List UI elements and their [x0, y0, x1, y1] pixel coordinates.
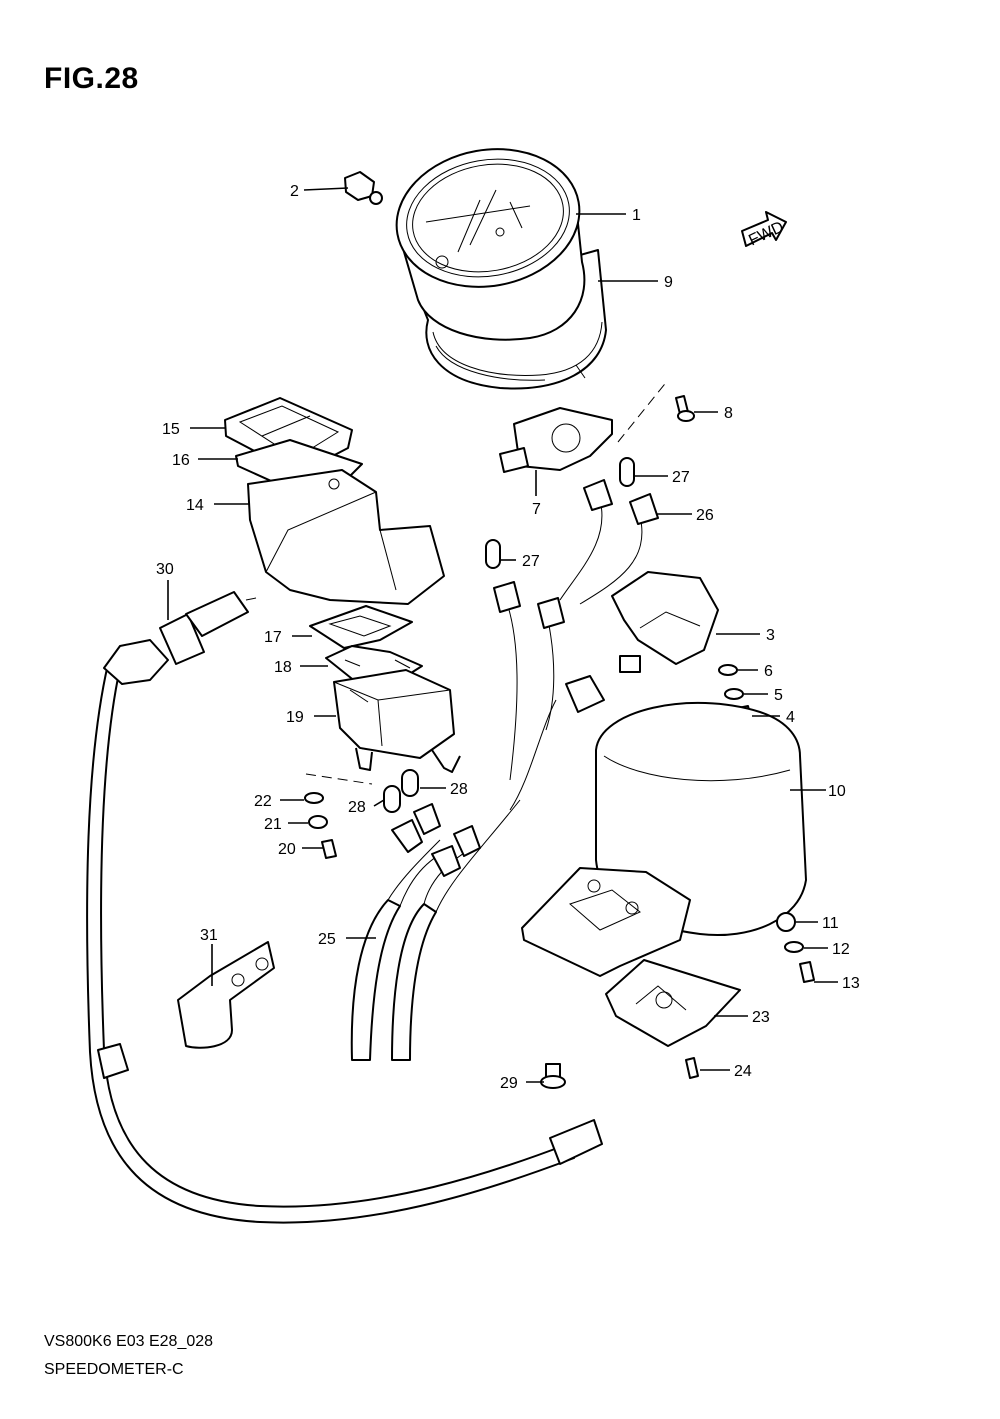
callout-8: 8	[724, 405, 733, 422]
holder-7	[499, 407, 613, 473]
indicator-socket	[333, 669, 461, 773]
callout-23: 23	[752, 1009, 770, 1026]
callout-22: 22	[254, 793, 272, 810]
figure-title: FIG.28	[44, 62, 139, 95]
callout-27a: 27	[672, 469, 690, 486]
callout-15: 15	[162, 421, 180, 438]
indicator-housing	[247, 469, 445, 605]
callout-3: 3	[766, 627, 775, 644]
bracket-23	[605, 959, 741, 1047]
indicator-wiring	[485, 457, 659, 811]
bulbs-28	[383, 769, 419, 813]
unit-3	[611, 571, 719, 673]
callout-12: 12	[832, 941, 850, 958]
callout-14: 14	[186, 497, 204, 514]
callout-17: 17	[264, 629, 282, 646]
callout-5: 5	[774, 687, 783, 704]
figure-code: VS800K6 E03 E28_028	[44, 1333, 214, 1350]
fasteners-20-22	[304, 792, 337, 859]
callout-31: 31	[200, 927, 218, 944]
callout-20: 20	[278, 841, 296, 858]
callout-13: 13	[842, 975, 860, 992]
callout-16: 16	[172, 452, 190, 469]
callout-18: 18	[274, 659, 292, 676]
callout-30: 30	[156, 561, 174, 578]
callout-28b: 28	[450, 781, 468, 798]
callout-6: 6	[764, 663, 773, 680]
callout-25: 25	[318, 931, 336, 948]
wiring-harness	[350, 799, 521, 1061]
clamp-31	[177, 941, 275, 1049]
bolt-29	[540, 1063, 566, 1089]
speedometer-cable	[86, 591, 603, 1224]
callout-27b: 27	[522, 553, 540, 570]
figure-name: SPEEDOMETER-C	[44, 1361, 184, 1378]
leader-lines	[167, 187, 838, 1083]
gasket-17	[309, 605, 413, 649]
callout-28a: 28	[348, 799, 366, 816]
fwd-arrow-icon: FWD	[741, 211, 787, 249]
callout-7: 7	[532, 501, 541, 518]
callout-9: 9	[664, 274, 673, 291]
callout-11: 11	[822, 915, 839, 932]
callout-26: 26	[696, 507, 714, 524]
callout-2: 2	[290, 183, 299, 200]
speedometer-assembly	[395, 148, 607, 390]
callout-1: 1	[632, 207, 641, 224]
callout-19: 19	[286, 709, 304, 726]
screw-24	[685, 1057, 699, 1079]
callout-29: 29	[500, 1075, 518, 1092]
callout-21: 21	[264, 816, 282, 833]
fasteners-11-13	[776, 912, 815, 983]
callout-24: 24	[734, 1063, 752, 1080]
meter-housing-10	[521, 701, 807, 977]
callout-labels: 1 2 3 4 5 6 7 8 9 10 11 12 13 14 15 16 1…	[156, 183, 860, 1092]
callout-4: 4	[786, 709, 795, 726]
part-2-socket	[344, 171, 383, 205]
screw-8	[675, 395, 695, 422]
callout-10: 10	[828, 783, 846, 800]
